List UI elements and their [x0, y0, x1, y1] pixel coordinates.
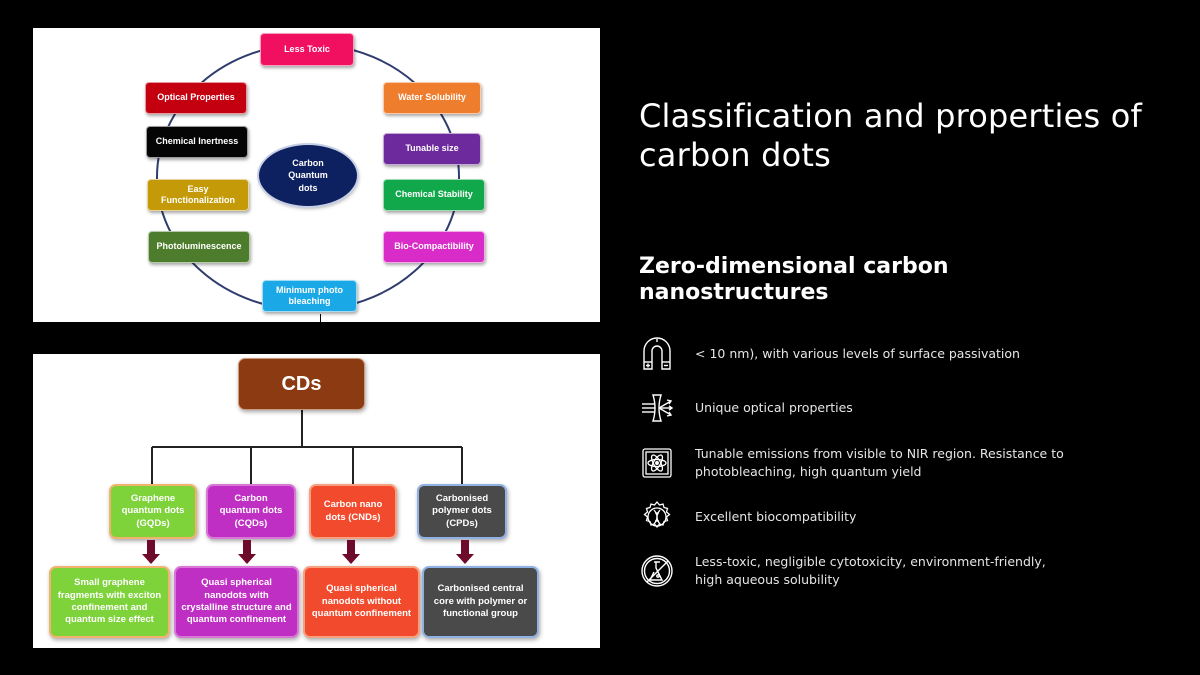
slide-title: Classification and properties of carbon …	[639, 97, 1142, 174]
light-refraction-icon	[639, 390, 675, 426]
property-optical-properties: Optical Properties	[145, 82, 247, 114]
carbon-dots-classification-diagram: CDs Graphene quantum dots (GQDs) Carbon …	[33, 354, 600, 648]
feature-text: Tunable emissions from visible to NIR re…	[695, 446, 1064, 479]
atom-chip-icon	[639, 445, 675, 481]
feature-item: Excellent biocompatibility	[639, 499, 1099, 535]
description-gqds: Small graphene fragments with exciton co…	[49, 566, 170, 638]
dna-gear-icon	[639, 499, 675, 535]
property-photoluminescence: Photoluminescence	[148, 231, 250, 263]
category-cnds: Carbon nano dots (CNDs)	[309, 484, 397, 539]
property-less-toxic: Less Toxic	[260, 33, 354, 66]
tick-mark	[320, 314, 321, 322]
cds-root-node: CDs	[238, 358, 365, 410]
feature-text: Excellent biocompatibility	[695, 509, 857, 524]
feature-item: Less-toxic, negligible cytotoxicity, env…	[639, 553, 1099, 589]
property-tunable-size: Tunable size	[383, 133, 481, 165]
description-cnds: Quasi spherical nanodots without quantum…	[303, 566, 420, 638]
category-gqds: Graphene quantum dots (GQDs)	[109, 484, 197, 539]
feature-text: < 10 nm), with various levels of surface…	[695, 346, 1020, 361]
property-minimum-photo-bleaching: Minimum photo bleaching	[262, 280, 357, 312]
feature-item: Unique optical properties	[639, 390, 1099, 426]
carbon-quantum-dots-center: Carbon Quantum dots	[259, 145, 357, 206]
magnet-icon	[639, 336, 675, 372]
feature-text: Unique optical properties	[695, 400, 853, 415]
property-chemical-inertness: Chemical Inertness	[146, 126, 248, 158]
carbon-dots-properties-diagram: Less Toxic Water Solubility Tunable size…	[33, 28, 600, 322]
description-cqds: Quasi spherical nanodots with crystallin…	[174, 566, 299, 638]
property-bio-compactibility: Bio-Compactibility	[383, 231, 485, 263]
category-cpds: Carbonised polymer dots (CPDs)	[417, 484, 507, 539]
feature-item: Tunable emissions from visible to NIR re…	[639, 445, 1099, 481]
property-easy-functionalization: Easy Functionalization	[147, 179, 249, 211]
feature-text: Less-toxic, negligible cytotoxicity, env…	[695, 554, 1046, 587]
no-chemical-flask-icon	[639, 553, 675, 589]
property-water-solubility: Water Solubility	[383, 82, 481, 114]
property-chemical-stability: Chemical Stability	[383, 179, 485, 211]
category-cqds: Carbon quantum dots (CQDs)	[206, 484, 296, 539]
slide-subtitle: Zero-dimensional carbon nanostructures	[639, 254, 949, 305]
feature-item: < 10 nm), with various levels of surface…	[639, 336, 1099, 372]
description-cpds: Carbonised central core with polymer or …	[422, 566, 539, 638]
classification-tree-connectors	[151, 410, 463, 485]
